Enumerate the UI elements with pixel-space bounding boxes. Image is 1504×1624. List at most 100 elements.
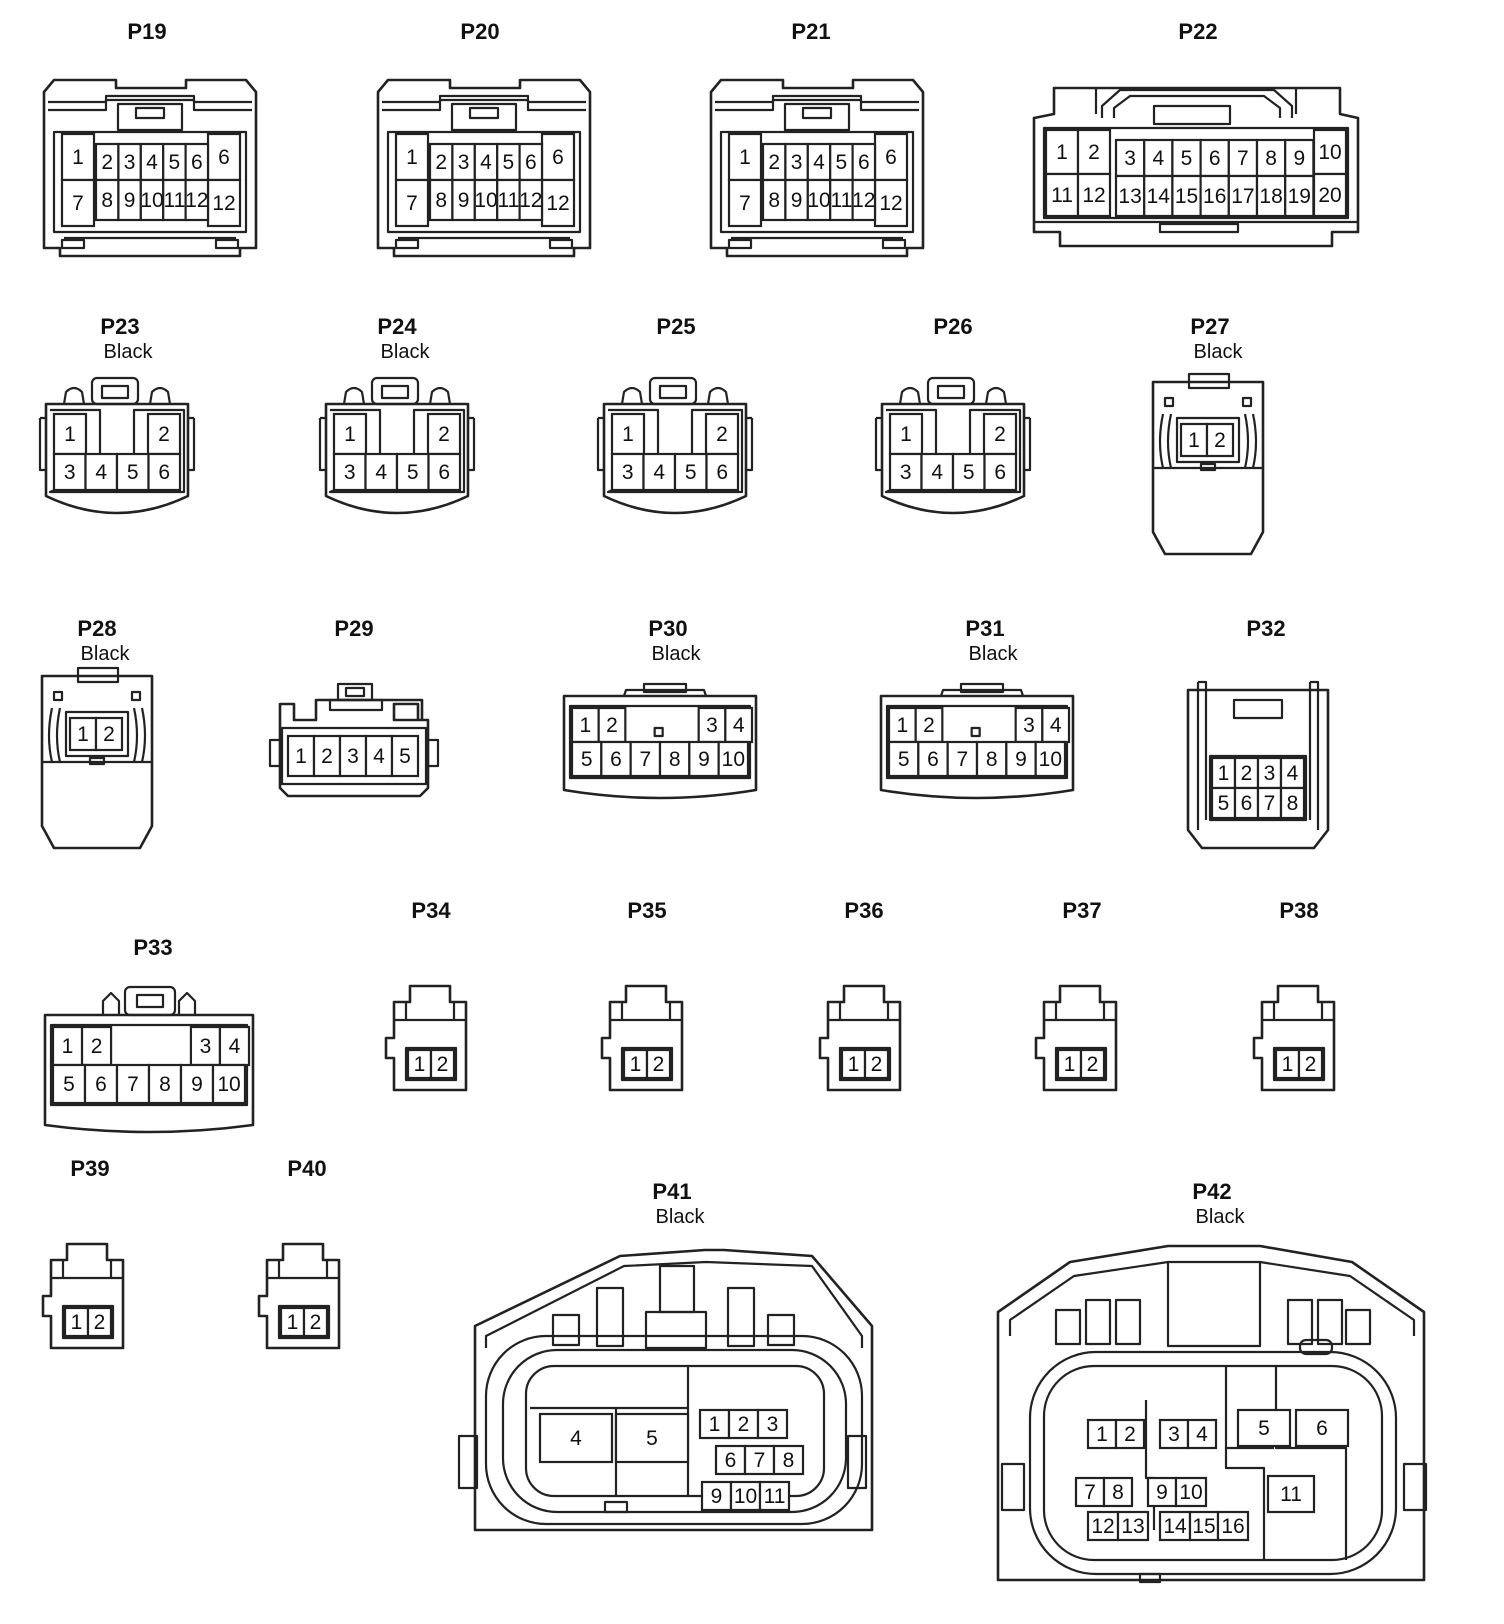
locking-latch: [370, 376, 420, 406]
terminal-number: 2: [437, 1053, 449, 1076]
terminal-number: 13: [1121, 1515, 1144, 1538]
terminal-cavity: [772, 1444, 805, 1476]
terminal-number: 5: [685, 461, 697, 484]
terminal-number: 8: [1112, 1481, 1124, 1504]
housing-detail: [898, 386, 922, 405]
connector-id-label: P28: [77, 616, 116, 641]
terminal-cavity: [1266, 1474, 1316, 1514]
housing-detail: [1028, 1350, 1398, 1576]
terminal-cavity: [717, 740, 750, 778]
connector-color-label: Black: [81, 643, 131, 665]
terminal-number: 6: [610, 748, 622, 771]
housing-detail: [484, 1334, 864, 1526]
terminal-cavity: [614, 1412, 690, 1464]
connector-id-label: P30: [648, 616, 687, 641]
side-rib: [846, 1434, 868, 1490]
terminal-number: 4: [229, 1035, 241, 1058]
latch-detail: [134, 106, 166, 120]
terminal-number: 2: [91, 1035, 103, 1058]
terminal-number: 8: [1265, 147, 1277, 170]
terminal-number: 5: [503, 151, 515, 174]
housing-detail: [1316, 1298, 1344, 1346]
terminal-cavity: [302, 1306, 329, 1338]
terminal-number: 3: [791, 151, 803, 174]
terminal-cavity: [946, 740, 979, 778]
connector-id-label: P35: [627, 898, 666, 923]
terminal-number: 3: [900, 461, 912, 484]
terminal-number: 9: [191, 1073, 203, 1096]
terminal-number: 4: [1152, 147, 1164, 170]
side-rib: [268, 738, 282, 768]
connector-id-label: P27: [1190, 314, 1229, 339]
locking-latch: [123, 985, 177, 1017]
terminal-cavity: [332, 452, 367, 492]
connector-id-label: P37: [1062, 898, 1101, 923]
housing-detail: [1243, 413, 1258, 469]
locking-latch: [642, 682, 688, 694]
terminal-number: 9: [791, 189, 803, 212]
housing-detail: [130, 690, 142, 702]
terminal-number: 1: [1096, 1423, 1108, 1446]
side-rib: [1196, 680, 1208, 830]
terminal-cavity: [1297, 1048, 1324, 1080]
terminal-number: 4: [1050, 714, 1062, 737]
side-rib: [318, 416, 476, 472]
terminal-block: [64, 710, 130, 758]
terminal-number: 5: [1181, 147, 1193, 170]
housing-detail: [595, 1286, 625, 1348]
terminal-number: 8: [669, 748, 681, 771]
terminal-number: 5: [1218, 792, 1230, 815]
housing-detail: [1344, 1308, 1372, 1346]
connector-color-label: Black: [656, 1206, 706, 1228]
connector-id-label: P20: [460, 19, 499, 44]
locking-latch: [90, 376, 140, 406]
terminal-number: 2: [103, 723, 115, 746]
terminal-number: 3: [64, 461, 76, 484]
terminal-number: 16: [1221, 1515, 1244, 1538]
terminal-number: 2: [716, 423, 728, 446]
connector-color-label: Black: [1194, 341, 1244, 363]
terminal-cavity: [1174, 1476, 1208, 1508]
terminal-cavity: [705, 452, 740, 492]
terminal-number: 1: [579, 714, 591, 737]
terminal-number: 1: [1218, 762, 1230, 785]
housing-detail: [52, 690, 64, 702]
housing-detail: [548, 238, 574, 250]
terminal-cavity: [1284, 174, 1315, 218]
locking-latch: [926, 376, 976, 406]
housing-detail: [267, 1260, 339, 1280]
terminal-number: 9: [1156, 1481, 1168, 1504]
terminal-number: 14: [1147, 185, 1171, 208]
latch-detail: [658, 1264, 696, 1314]
connector-color-label: Black: [1196, 1206, 1246, 1228]
terminal-number: 10: [1039, 748, 1062, 771]
terminal-number: 11: [830, 189, 852, 212]
terminal-number: 6: [927, 748, 939, 771]
terminal-block: [620, 1046, 674, 1082]
terminal-number: 1: [77, 723, 89, 746]
terminal-number: 12: [519, 189, 542, 212]
terminal-number: 7: [406, 192, 418, 215]
housing-detail: [603, 1500, 629, 1514]
housing-detail: [148, 386, 172, 405]
terminal-number: 8: [159, 1073, 171, 1096]
terminal-number: 7: [739, 192, 751, 215]
side-rib: [596, 416, 754, 472]
terminal-number: 7: [639, 748, 651, 771]
terminal-cavity: [887, 740, 920, 778]
terminal-number: 3: [622, 461, 634, 484]
terminal-cavity: [1079, 1048, 1106, 1080]
housing-detail: [428, 386, 452, 405]
terminal-number: 1: [344, 423, 356, 446]
latch-detail: [936, 384, 966, 400]
terminal-cavity: [673, 452, 708, 492]
connector-id-label: P19: [127, 19, 166, 44]
terminal-cavity: [1116, 1510, 1150, 1542]
side-rib: [426, 738, 440, 768]
terminal-number: 1: [848, 1053, 860, 1076]
